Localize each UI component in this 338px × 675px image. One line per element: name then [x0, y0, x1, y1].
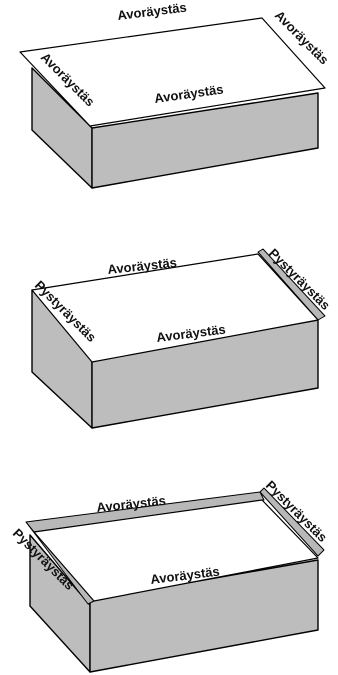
- front-wall: [89, 559, 319, 673]
- label-top: Avoräystäs: [96, 493, 167, 515]
- label-top: Avoräystäs: [107, 255, 178, 277]
- roof-surface: [19, 17, 326, 127]
- diagram-3: Avoräystäs Pystyräystäs Pystyräystäs Avo…: [10, 478, 330, 673]
- diagram-2: Avoräystäs Pystyräystäs Pystyräystäs Avo…: [31, 246, 333, 429]
- right-upstand: [259, 487, 325, 557]
- front-wall: [91, 92, 319, 189]
- roof-surface: [33, 499, 319, 602]
- roof-surface: [31, 253, 319, 363]
- diagram-1: Avoräystäs Avoräystäs Avoräystäs Avoräys…: [19, 0, 332, 189]
- label-top: Avoräystäs: [117, 0, 188, 23]
